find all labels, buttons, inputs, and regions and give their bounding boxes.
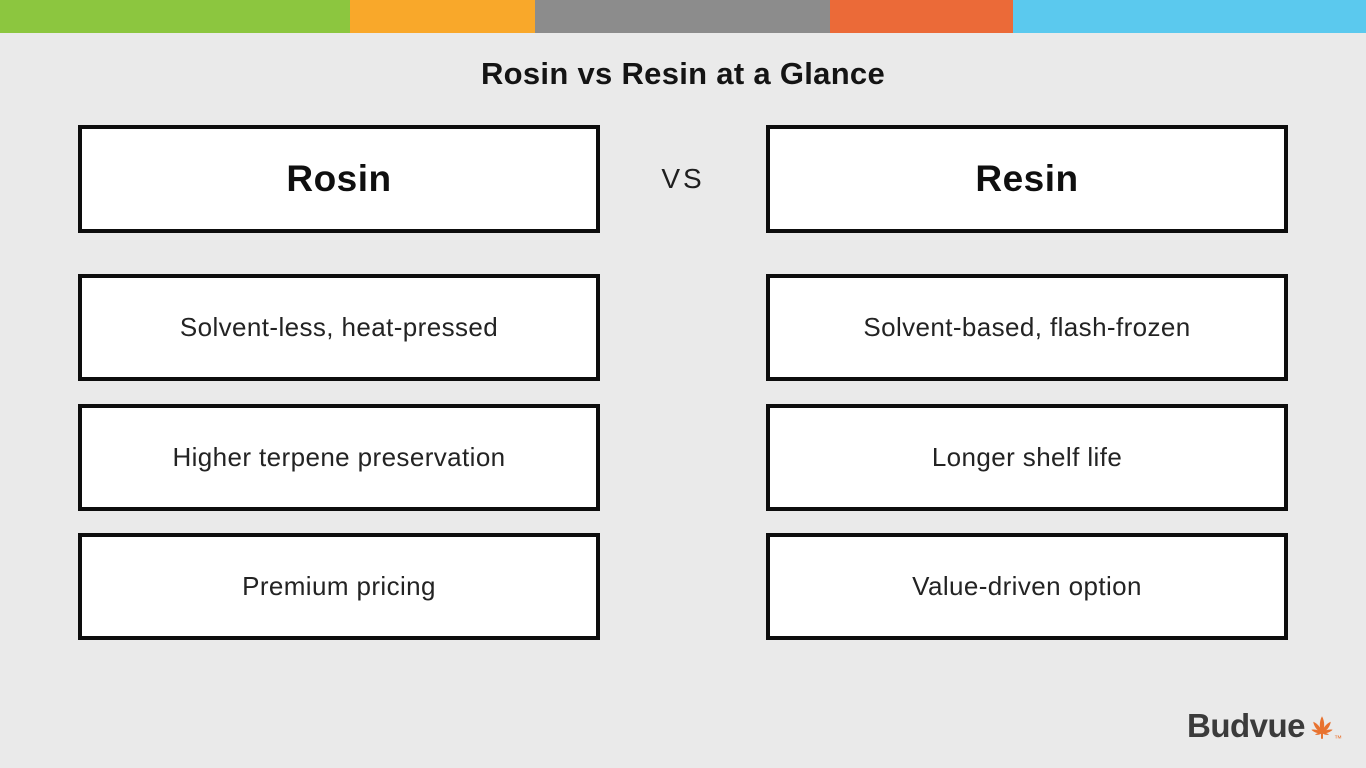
resin-item-box-2: Longer shelf life (766, 404, 1288, 511)
rosin-header-box: Rosin (78, 125, 600, 233)
rosin-item-box-3: Premium pricing (78, 533, 600, 640)
vs-label: VS (661, 163, 705, 194)
resin-item-label-2: Longer shelf life (931, 442, 1123, 472)
rosin-item-label-2: Higher terpene preservation (172, 442, 506, 472)
rosin-item-label-1: Solvent-less, heat-pressed (179, 312, 499, 342)
stripe-segment-gray (535, 0, 830, 33)
page-title: Rosin vs Resin at a Glance (480, 56, 886, 91)
stripe-segment-red (830, 0, 1013, 33)
rosin-item-label-3: Premium pricing (242, 571, 436, 601)
resin-item-label-3: Value-driven option (912, 571, 1142, 601)
resin-item-box-1: Solvent-based, flash-frozen (766, 274, 1288, 381)
resin-item-label-1: Solvent-based, flash-frozen (863, 312, 1191, 342)
cannabis-leaf-icon (1307, 710, 1337, 743)
stripe-segment-orange (350, 0, 535, 33)
budvue-logo-text: Budvue (1186, 707, 1306, 744)
rosin-item-box-1: Solvent-less, heat-pressed (78, 274, 600, 381)
rosin-item-box-2: Higher terpene preservation (78, 404, 600, 511)
resin-item-box-3: Value-driven option (766, 533, 1288, 640)
resin-header-box: Resin (766, 125, 1288, 233)
resin-header-label: Resin (975, 158, 1079, 199)
trademark-symbol: ™ (1334, 734, 1342, 743)
budvue-logo: Budvue ™ (1187, 707, 1342, 745)
stripe-segment-green (0, 0, 350, 33)
rosin-header-label: Rosin (286, 158, 392, 199)
top-color-stripe (0, 0, 1366, 33)
stripe-segment-blue (1013, 0, 1366, 33)
